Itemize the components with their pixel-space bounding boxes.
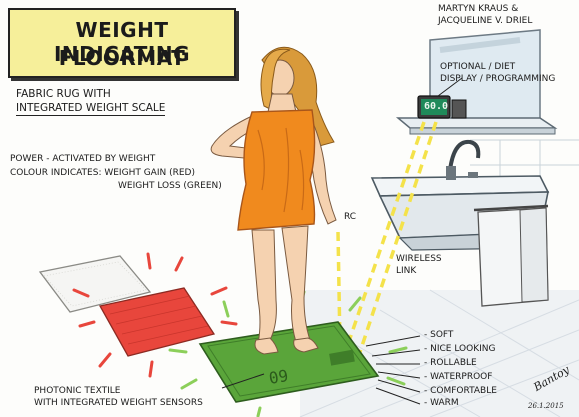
authors-line-1: Martyn Kraus &: [438, 4, 518, 14]
optional-display-line-2: display / programming: [440, 74, 555, 84]
wireless-link-line-2: link: [396, 266, 416, 276]
rug-note-line-2: integrated weight scale: [16, 102, 165, 116]
svg-text:09: 09: [267, 366, 289, 388]
feature-item: - Nice looking: [424, 344, 495, 354]
feature-item: - Comfortable: [424, 386, 497, 396]
feature-item: - Waterproof: [424, 372, 492, 382]
fabric-samples: [40, 256, 214, 356]
wireless-link-line-1: Wireless: [396, 254, 442, 264]
rc-label: RC: [344, 212, 356, 222]
photonic-note-line-1: Photonic textile: [34, 386, 120, 396]
feature-item: - Rollable: [424, 358, 477, 368]
title-box: Weight Indicating Floormat: [8, 8, 236, 78]
signature-date: 26.1.2015: [528, 402, 564, 410]
photonic-note-line-2: with integrated weight sensors: [34, 398, 203, 408]
display-reading: 60.0: [424, 100, 444, 113]
title-line-2: Floormat: [10, 46, 234, 70]
rug-note-line-1: Fabric rug with: [16, 88, 111, 100]
colour-note-line-2: weight loss (green): [118, 181, 222, 191]
authors-line-2: Jacqueline V. Driel: [438, 16, 532, 26]
power-note: Power - activated by weight: [10, 154, 155, 164]
feature-item: - Soft: [424, 330, 453, 340]
optional-display-line-1: Optional / diet: [440, 62, 515, 72]
colour-note-line-1: Colour indicates: weight gain (red): [10, 168, 195, 178]
towel-bar: [474, 206, 548, 306]
feature-item: - Warm: [424, 398, 459, 408]
